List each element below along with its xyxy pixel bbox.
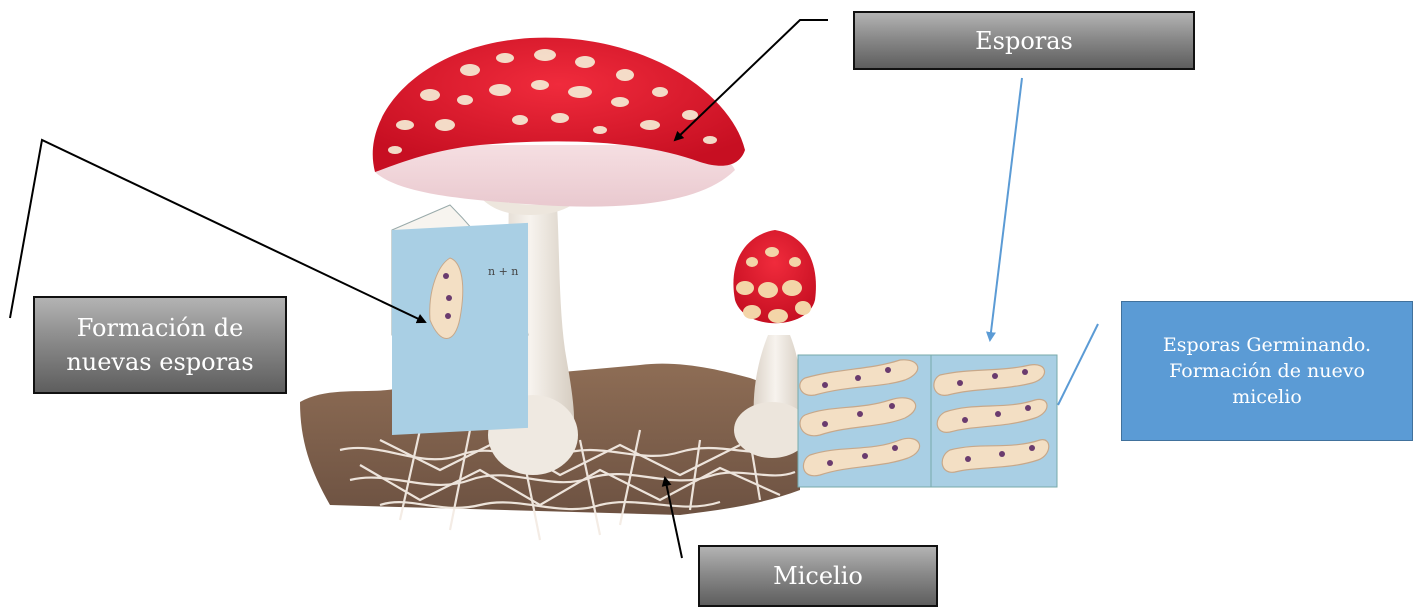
germinating-spores-inset: [798, 355, 1057, 487]
pointer-formacion: [10, 140, 425, 322]
pointer-germinando: [1058, 324, 1098, 405]
label-esporas-germinando: Esporas Germinando. Formación de nuevo m…: [1121, 301, 1413, 441]
basidium-inset: n + n: [392, 205, 528, 435]
mushroom-cap: [373, 38, 745, 207]
label-esporas-text: Esporas: [975, 24, 1073, 58]
label-germinando-line2: Formación de nuevo: [1169, 358, 1365, 384]
label-germinando-line3: micelio: [1232, 384, 1302, 410]
label-formacion-line1: Formación de: [77, 311, 244, 345]
label-germinando-line1: Esporas Germinando.: [1163, 332, 1371, 358]
label-formacion-line2: nuevas esporas: [66, 345, 253, 379]
label-formacion-nuevas-esporas: Formación de nuevas esporas: [33, 296, 287, 394]
label-micelio-text: Micelio: [773, 559, 863, 593]
label-micelio: Micelio: [698, 545, 938, 607]
pointer-esporas-blue: [990, 78, 1022, 340]
nuclei-formula: n + n: [488, 265, 518, 278]
label-esporas: Esporas: [853, 11, 1195, 70]
